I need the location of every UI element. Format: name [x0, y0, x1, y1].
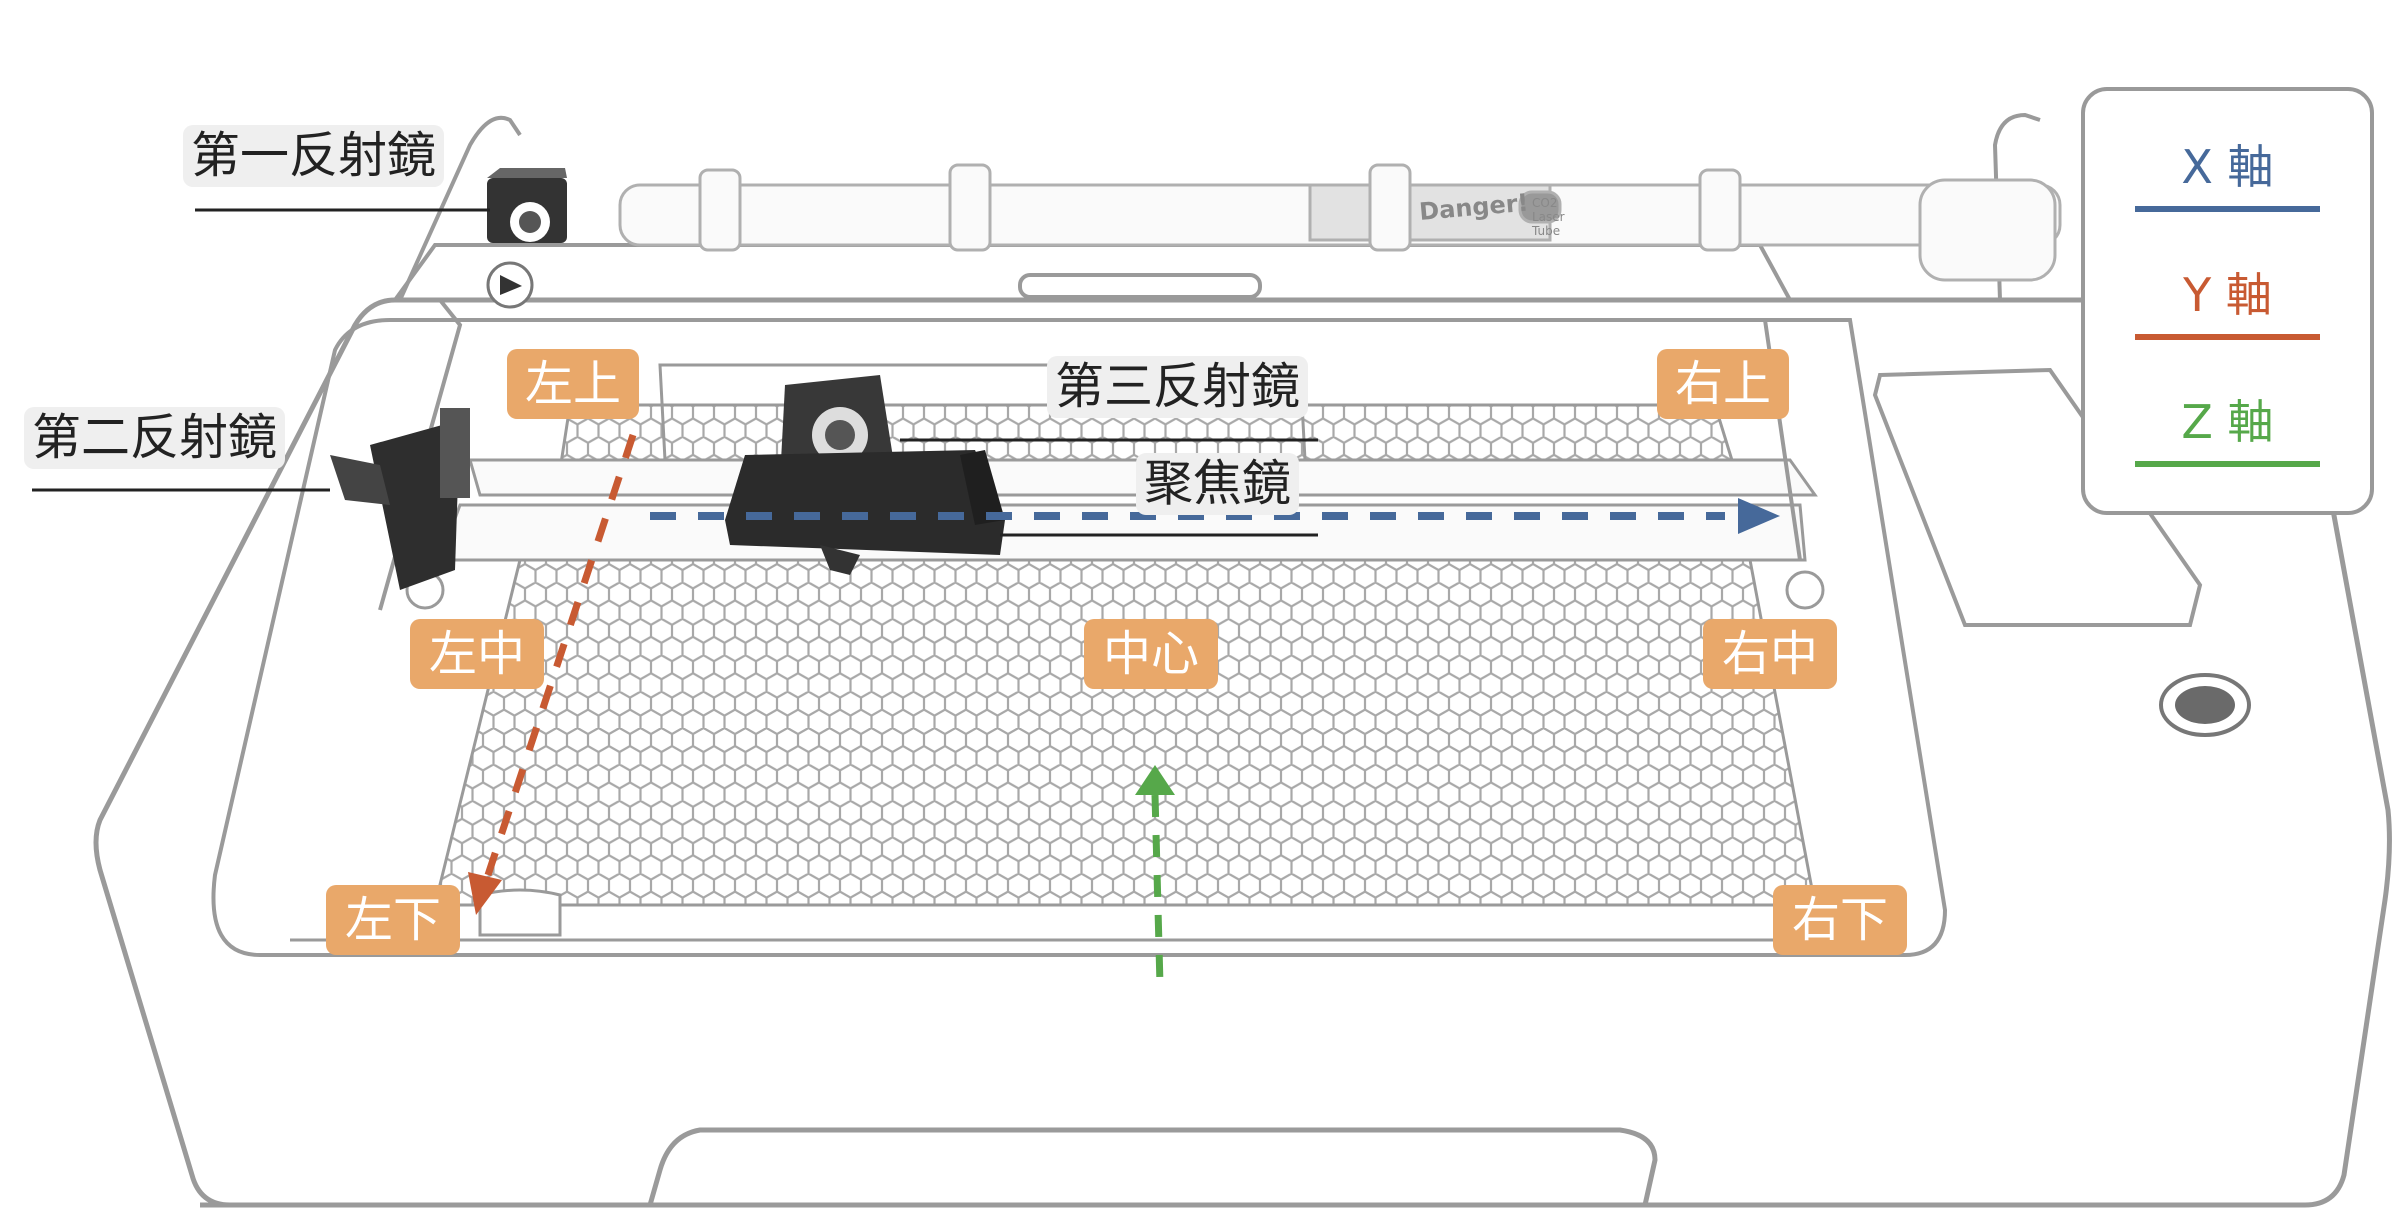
- axis-legend: X 軸 Y 軸 Z 軸: [2081, 87, 2374, 515]
- laser-tube: [618, 163, 2062, 282]
- legend-y-axis-label: Y 軸: [2183, 268, 2272, 322]
- legend-x-axis-label: X 軸: [2181, 140, 2274, 194]
- y-axis-arrow: [468, 433, 637, 915]
- mirror-1-label: 第一反射鏡: [183, 125, 445, 187]
- svg-text:Tube: Tube: [1531, 224, 1560, 238]
- z-axis-arrow: [1135, 765, 1175, 986]
- callout-leaders: [32, 208, 1318, 537]
- mirror-3-label: 第三反射鏡: [1047, 356, 1309, 418]
- laser-head-icon: [725, 375, 1005, 575]
- mirror-1-icon: [486, 168, 567, 309]
- legend-z-axis-line: [2135, 461, 2320, 467]
- svg-text:Laser: Laser: [1532, 210, 1565, 224]
- focus-lens-label: 聚焦鏡: [1136, 453, 1300, 515]
- legend-x-axis-line: [2135, 206, 2320, 212]
- x-axis-arrow: [650, 498, 1780, 534]
- legend-z-axis-label: Z 軸: [2181, 395, 2274, 449]
- position-mid-right: 右中: [1703, 619, 1837, 689]
- emergency-button-icon: [2159, 673, 2251, 737]
- position-top-left: 左上: [507, 349, 639, 419]
- position-bottom-left: 左下: [326, 885, 460, 955]
- position-bottom-right: 右下: [1773, 885, 1907, 955]
- mirror-2-icon: [330, 408, 470, 590]
- mirror-2-label: 第二反射鏡: [24, 407, 286, 469]
- legend-y-axis-line: [2135, 334, 2320, 340]
- position-center: 中心: [1084, 619, 1218, 689]
- svg-text:CO2: CO2: [1532, 196, 1557, 210]
- position-top-right: 右上: [1657, 349, 1789, 419]
- position-mid-left: 左中: [410, 619, 544, 689]
